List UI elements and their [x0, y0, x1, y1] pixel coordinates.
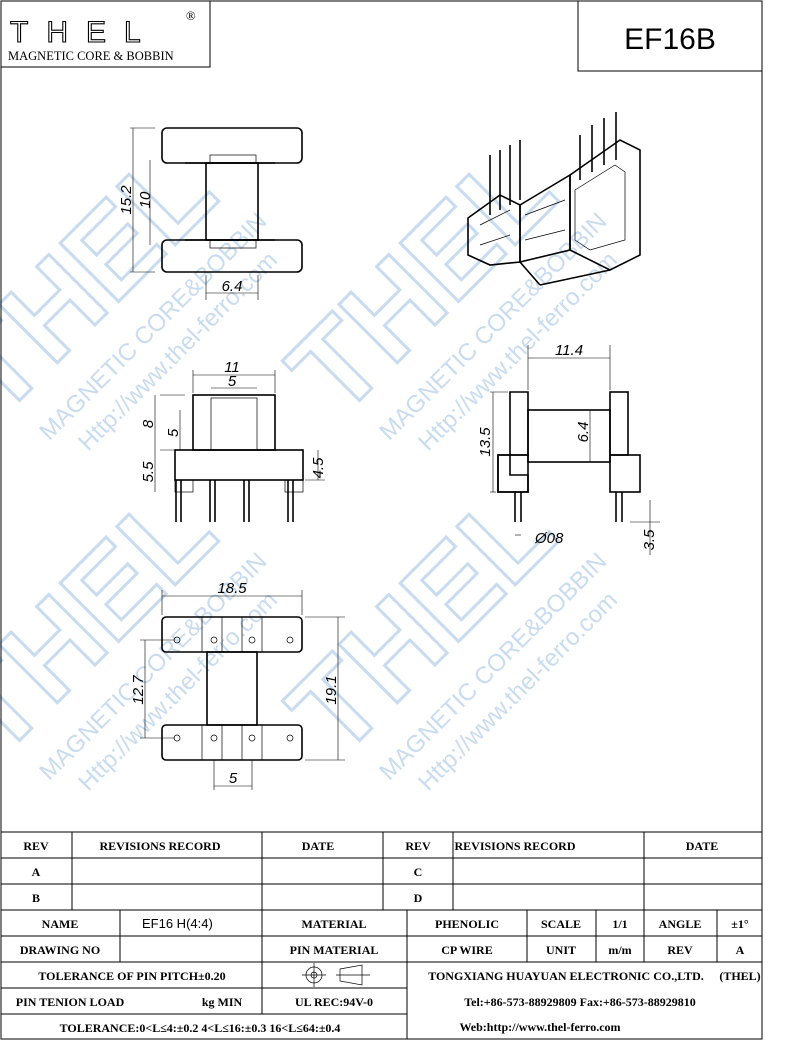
- pitch-tolerance: TOLERANCE OF PIN PITCH±0.20: [38, 969, 225, 983]
- dim-side-height: 13.5: [477, 427, 494, 457]
- unit-value: m/m: [608, 943, 631, 957]
- material-value: PHENOLIC: [435, 917, 499, 931]
- dim-side-pin-length: 3.5: [641, 529, 658, 551]
- dim-side-width: 11.4: [555, 342, 583, 359]
- company-name: TONGXIANG HUAYUAN ELECTRONIC CO.,LTD.: [428, 969, 704, 983]
- rev-label: REV: [667, 943, 693, 957]
- dim-front-width: 11: [224, 359, 240, 376]
- dim-bottom-core: 5: [229, 770, 238, 787]
- company-contact: Tel:+86-573-88929809 Fax:+86-573-8892981…: [464, 995, 696, 1009]
- scale-label: SCALE: [541, 917, 581, 931]
- rev-row-label: B: [32, 891, 40, 905]
- date-header: DATE: [302, 839, 334, 853]
- rev-value: A: [736, 943, 745, 957]
- part-number: EF16B: [624, 23, 716, 56]
- pin-tension-label: PIN TENION LOAD: [16, 995, 125, 1009]
- tolerance-text: TOLERANCE:0<L≤4:±0.2 4<L≤16:±0.3 16<L≤64…: [60, 1021, 341, 1035]
- dim-front-window: 5: [165, 428, 182, 437]
- bottom-view: 18.5 12.7 19.1 5: [130, 580, 345, 790]
- ul-rec: UL REC:94V-0: [295, 995, 373, 1009]
- dim-side-pin-dia: Ø08: [534, 530, 564, 547]
- revisions-record-header: REVISIONS RECORD: [99, 839, 220, 853]
- top-view: 15.2 10 6.4: [118, 127, 303, 300]
- rev-row-label: A: [32, 865, 41, 879]
- logo-subtitle: MAGNETIC CORE & BOBBIN: [8, 49, 174, 63]
- dim-outer-height: 15.2: [118, 185, 135, 215]
- dim-bottom-inner-span: 12.7: [130, 675, 147, 705]
- sheet-frame: [0, 0, 763, 1040]
- unit-label: UNIT: [546, 943, 576, 957]
- projection-symbol-icon: [302, 963, 370, 987]
- scale-value: 1/1: [612, 917, 627, 931]
- logo-brand: THEL: [10, 16, 159, 49]
- side-view: 11.4 13.5 6.4 Ø08 3.5: [477, 342, 660, 555]
- material-label: MATERIAL: [301, 917, 366, 931]
- date-header: DATE: [686, 839, 718, 853]
- angle-value: ±1°: [731, 917, 749, 931]
- drawing-no-label: DRAWING NO: [20, 943, 100, 957]
- dim-inner-height: 10: [137, 191, 154, 208]
- name-label: NAME: [42, 917, 79, 931]
- company-abbr: (THEL): [719, 969, 760, 983]
- rev-row-label: C: [414, 865, 423, 879]
- dim-front-slot: 5: [228, 373, 237, 390]
- logo-box: [0, 0, 211, 68]
- rev-header: REV: [23, 839, 49, 853]
- dim-bottom-outer-span: 19.1: [323, 675, 340, 704]
- angle-label: ANGLE: [659, 917, 702, 931]
- rev-header: REV: [405, 839, 431, 853]
- title-block: REV REVISIONS RECORD DATE REV REVISIONS …: [1, 831, 762, 1039]
- name-value: EF16 H(4:4): [142, 916, 213, 931]
- front-view: 11 5 8 5 5.5 4.5: [140, 359, 327, 522]
- dim-front-pin-zone: 5.5: [140, 461, 157, 483]
- pin-material-value: CP WIRE: [441, 943, 492, 957]
- pin-material-label: PIN MATERIAL: [290, 943, 379, 957]
- dim-front-pin-length: 4.5: [310, 457, 327, 479]
- dim-side-core: 6.4: [575, 422, 592, 443]
- dim-core-width: 6.4: [222, 278, 243, 295]
- rev-row-label: D: [414, 891, 423, 905]
- pin-tension-unit: kg MIN: [202, 995, 243, 1009]
- company-web: Web:http://www.thel-ferro.com: [459, 1020, 620, 1034]
- isometric-view: [467, 112, 641, 286]
- title-box: [577, 0, 763, 72]
- revisions-record-header: REVISIONS RECORD: [454, 839, 575, 853]
- logo-registered: ®: [186, 9, 196, 23]
- dim-front-height: 8: [140, 419, 157, 428]
- dim-bottom-width: 18.5: [217, 580, 247, 597]
